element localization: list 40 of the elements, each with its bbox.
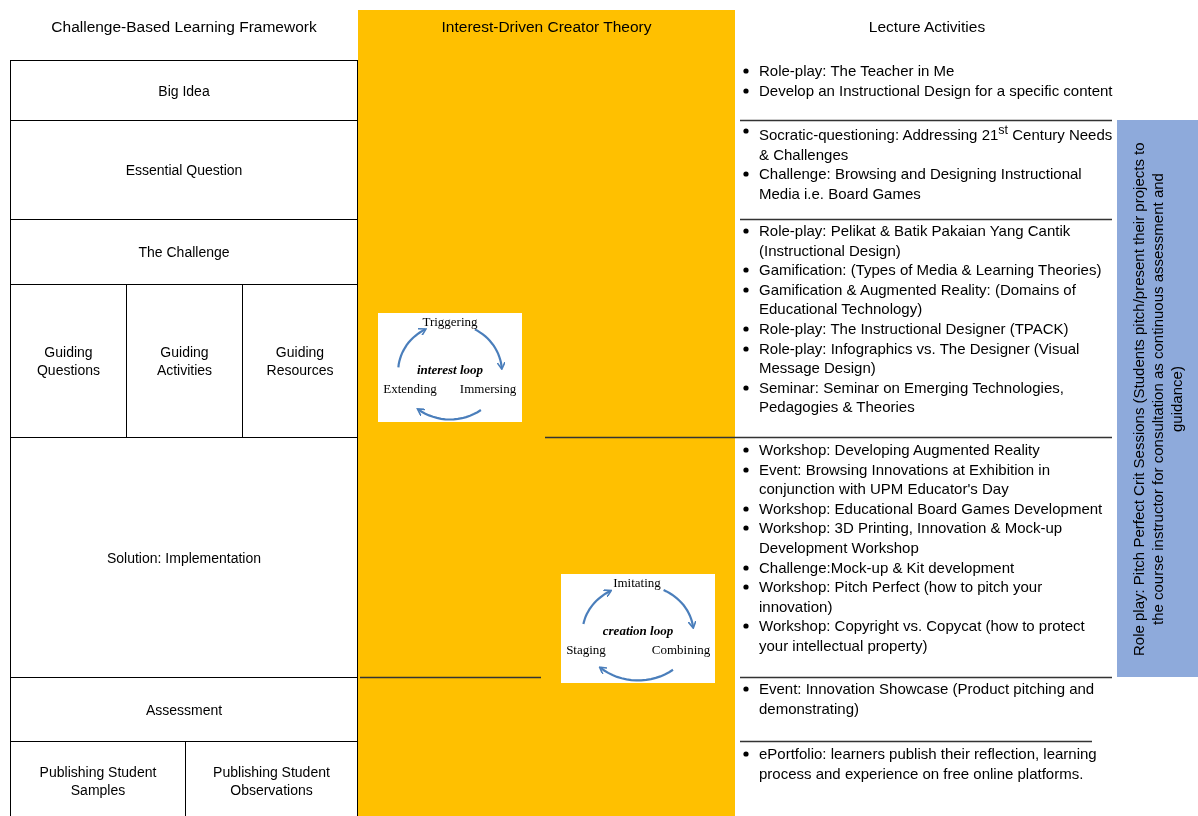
- activity-item: Workshop: Educational Board Games Development: [759, 499, 1103, 517]
- activity-item: Event: Innovation Showcase (Product pitching and demonstrating): [759, 680, 1095, 717]
- cycle-arrow: [582, 589, 613, 625]
- activity-item: Gamification: (Types of Media & Learning Theories): [759, 261, 1102, 279]
- band-text: Role play: Pitch Perfect Crit Sessions (Students pitch/present their projects to the course instructor for consultation as continuous assessment and guidance): [1129, 140, 1186, 658]
- activity-item: Develop an Instructional Design for a specific content: [759, 81, 1113, 99]
- activity-item: Event: Browsing Innovations at Exhibition in conjunction with UPM Educator's Day: [759, 460, 1050, 498]
- cycle-arrow: [474, 328, 506, 370]
- column-heading: Challenge-Based Learning Framework: [50, 18, 318, 36]
- activity-item: Workshop: Developing Augmented Reality: [759, 441, 1040, 458]
- activity-item: Role-play: Pelikat & Batik Pakaian Yang Cantik (Instructional Design): [759, 222, 1071, 259]
- activity-item: Challenge: Browsing and Designing Instructional Media i.e. Board Games: [759, 165, 1082, 202]
- activity-item: Role-play: Infographics vs. The Designer (Visual Message Design): [759, 339, 1080, 377]
- column-heading: Interest-Driven Creator Theory: [440, 18, 653, 36]
- activity-item: Seminar: Seminar on Emerging Technologies, Pedagogies & Theories: [759, 378, 1064, 416]
- loop-step: Triggering: [422, 315, 478, 329]
- loop-title: creation loop: [602, 624, 674, 638]
- activity-item: Workshop: Copyright vs. Copycat (how to protect your intellectual property): [759, 617, 1085, 654]
- loop-diagram: [378, 313, 522, 422]
- activity-item: ePortfolio: learners publish their reflection, learning process and experience on free online platforms.: [759, 745, 1097, 782]
- cycle-arrow: [397, 328, 427, 368]
- theory-band: [358, 10, 735, 816]
- cycle-arrow: [663, 589, 697, 629]
- activity-item: Role-play: The Teacher in Me: [759, 62, 955, 79]
- cycle-arrow: [416, 408, 482, 421]
- activity-item: Challenge:Mock-up & Kit development: [759, 558, 1015, 576]
- cycle-arrow: [598, 666, 674, 682]
- activity-item: Workshop: 3D Printing, Innovation & Mock-up Development Workshop: [759, 519, 1063, 556]
- activity-item: Workshop: Pitch Perfect (how to pitch your innovation): [759, 578, 1043, 615]
- activity-item: Role-play: The Instructional Designer (TPACK): [759, 319, 1069, 337]
- loop-diagram: [561, 574, 715, 683]
- side-band: [1117, 120, 1198, 677]
- loop-step: Imitating: [613, 576, 661, 590]
- loop-step: Extending: [383, 382, 437, 396]
- loop-title: interest loop: [416, 363, 484, 377]
- column-heading: Lecture Activities: [867, 18, 987, 36]
- activity-item: Gamification & Augmented Reality: (Domains of Educational Technology): [759, 280, 1076, 318]
- loop-step: Immersing: [459, 382, 517, 396]
- loop-step: Staging: [566, 643, 606, 657]
- loop-step: Combining: [651, 643, 711, 657]
